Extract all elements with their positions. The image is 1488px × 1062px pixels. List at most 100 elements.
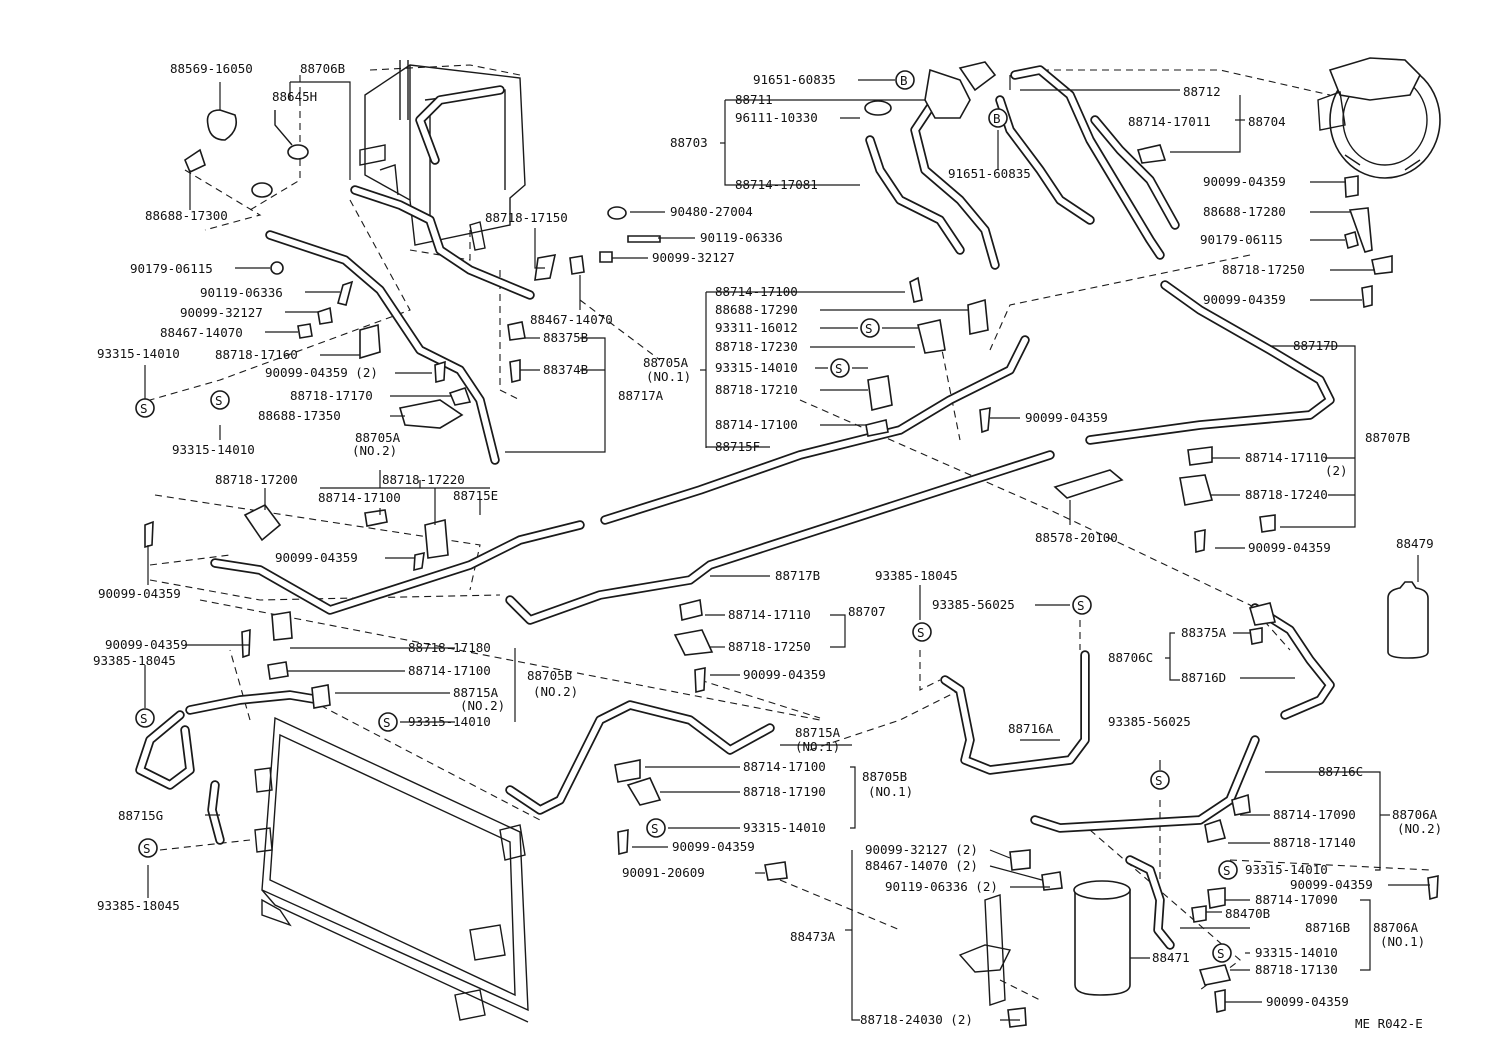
part-label: 88714-17100 [318, 490, 401, 505]
part-label: 88714-17100 [715, 284, 798, 299]
svg-text:B: B [993, 111, 1001, 126]
part-label: 88375B [543, 330, 588, 345]
s-marker: S [1212, 943, 1232, 963]
part-label: 88645H [272, 89, 317, 104]
s-marker: S [860, 318, 880, 338]
refrigerant-pipes [135, 65, 1335, 950]
part-label: 88714-17090 [1255, 892, 1338, 907]
part-label: 90119-06336 [700, 230, 783, 245]
svg-text:S: S [140, 401, 148, 416]
part-label: 88718-17180 [408, 640, 491, 655]
svg-text:S: S [651, 821, 659, 836]
part-label: 90099-04359 [98, 586, 181, 601]
part-label: 88718-17130 [1255, 962, 1338, 977]
part-label: 90099-04359 [275, 550, 358, 565]
part-label: 88714-17100 [715, 417, 798, 432]
part-label: 93315-14010 [1245, 862, 1328, 877]
svg-text:S: S [1155, 773, 1163, 788]
part-label: 93385-18045 [93, 653, 176, 668]
part-label: 88467-14070 (2) [865, 858, 978, 873]
sealing-pad [1053, 469, 1124, 499]
part-label: 90099-04359 [1266, 994, 1349, 1009]
part-label: (NO.2) [460, 698, 505, 713]
part-label: 88374B [543, 362, 588, 377]
circle-markers: S S S S S S S S S S S S S B B [135, 70, 1238, 963]
part-label: 88718-17140 [1273, 835, 1356, 850]
part-label: 88718-24030 (2) [860, 1012, 973, 1027]
part-label: 88473A [790, 929, 836, 944]
part-label: (NO.1) [795, 739, 840, 754]
evaporator-housing [359, 60, 526, 251]
part-label: 88714-17110 [1245, 450, 1328, 465]
diagram-code: ME R042-E [1355, 1016, 1423, 1031]
part-label: 93315-14010 [408, 714, 491, 729]
part-label: 90099-32127 [180, 305, 263, 320]
part-label: 96111-10330 [735, 110, 818, 125]
part-label: 90119-06336 (2) [885, 879, 998, 894]
part-label: 88718-17240 [1245, 487, 1328, 502]
part-label: 93315-14010 [97, 346, 180, 361]
s-marker: S [135, 708, 155, 728]
part-label: 88471 [1152, 950, 1190, 965]
part-label: 88688-17290 [715, 302, 798, 317]
b-marker: B [988, 108, 1008, 128]
part-label: (NO.1) [868, 784, 913, 799]
svg-text:S: S [1077, 598, 1085, 613]
part-label: 88479 [1396, 536, 1434, 551]
s-marker: S [646, 818, 666, 838]
part-label: 93315-14010 [743, 820, 826, 835]
svg-text:S: S [835, 361, 843, 376]
part-label: 88718-17150 [485, 210, 568, 225]
svg-text:S: S [917, 625, 925, 640]
small-parts [144, 61, 1439, 1028]
part-label: 88688-17350 [258, 408, 341, 423]
part-label: 88705A [355, 430, 401, 445]
part-label: 88714-17110 [728, 607, 811, 622]
part-label: 88715G [118, 808, 163, 823]
s-marker: S [1072, 595, 1092, 615]
part-label: 88717A [618, 388, 664, 403]
part-label: 90179-06115 [1200, 232, 1283, 247]
part-label: 88712 [1183, 84, 1221, 99]
part-label: 88711 [735, 92, 773, 107]
s-marker: S [210, 390, 230, 410]
part-label: 88716D [1181, 670, 1226, 685]
s-marker: S [912, 622, 932, 642]
part-label: 93385-56025 [932, 597, 1015, 612]
part-label: 88706B [300, 61, 345, 76]
part-label: 88706A [1392, 807, 1438, 822]
part-label: 88716C [1318, 764, 1363, 779]
part-label: 93385-56025 [1108, 714, 1191, 729]
part-label: 88705A [643, 355, 689, 370]
part-label: 90099-04359 (2) [265, 365, 378, 380]
receiver-dryer [958, 880, 1131, 1006]
part-label: 88718-17250 [1222, 262, 1305, 277]
part-label: 88375A [1181, 625, 1227, 640]
svg-text:S: S [215, 393, 223, 408]
part-label: 88705B [862, 769, 907, 784]
part-label: 88707 [848, 604, 886, 619]
part-label: 88716A [1008, 721, 1054, 736]
s-marker: S [1218, 860, 1238, 880]
part-label: 93315-14010 [715, 360, 798, 375]
part-label: 93315-14010 [1255, 945, 1338, 960]
part-label: 88703 [670, 135, 708, 150]
part-label: 88717B [775, 568, 820, 583]
part-label: 93385-18045 [97, 898, 180, 913]
desiccant-bottle [1387, 581, 1429, 659]
part-label: 88578-20100 [1035, 530, 1118, 545]
part-label: (NO.1) [1380, 934, 1425, 949]
svg-text:S: S [1217, 946, 1225, 961]
part-label: (2) [1325, 463, 1348, 478]
part-label: 88718-17250 [728, 639, 811, 654]
b-marker: B [895, 70, 915, 90]
part-label: 88714-17100 [743, 759, 826, 774]
s-marker: S [138, 838, 158, 858]
part-label: 91651-60835 [753, 72, 836, 87]
s-marker: S [135, 398, 155, 418]
part-label: 88705B [527, 668, 572, 683]
svg-text:S: S [143, 841, 151, 856]
part-label: 88716B [1305, 920, 1350, 935]
part-label: 90480-27004 [670, 204, 753, 219]
